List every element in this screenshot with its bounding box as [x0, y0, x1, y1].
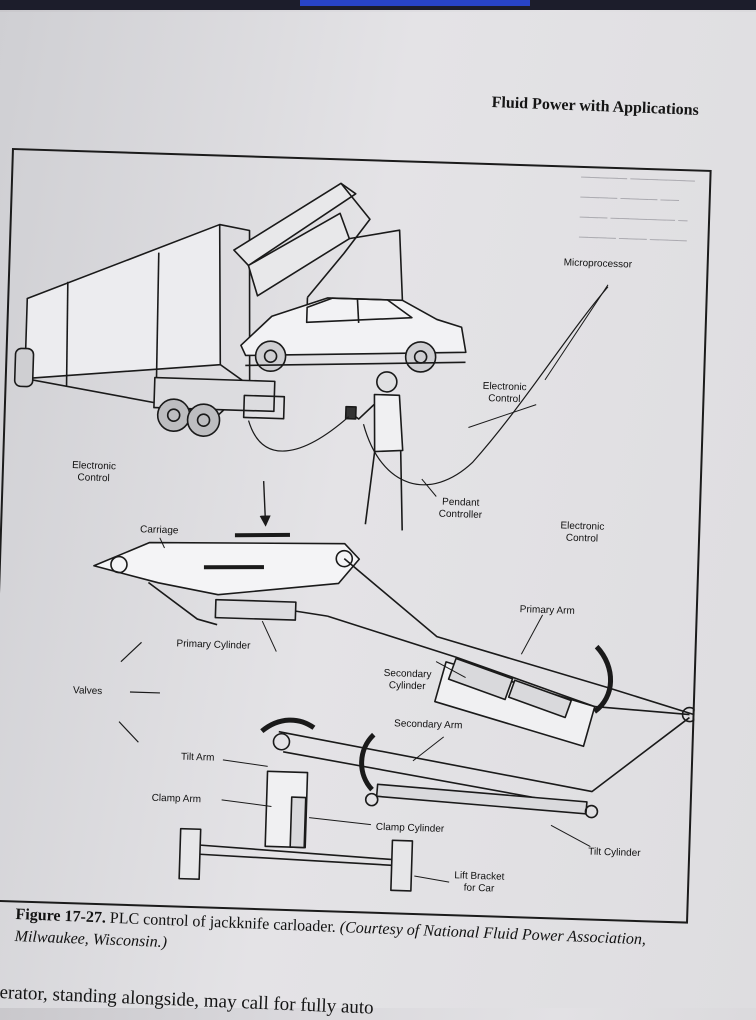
label-clamp-cylinder: Clamp Cylinder	[375, 821, 445, 835]
figure-number: Figure 17-27.	[15, 905, 107, 927]
car-illustration	[240, 297, 467, 373]
label-tilt-arm: Tilt Arm	[180, 751, 215, 764]
carriage-schematic	[93, 541, 361, 626]
label-electronic-control-right: Electronic Control	[560, 520, 605, 545]
blue-object	[300, 0, 530, 6]
label-pendant-controller: Pendant Controller	[438, 496, 483, 521]
figure-17-27: Microprocessor Electronic Control Electr…	[0, 148, 712, 924]
label-carriage: Carriage	[139, 524, 179, 537]
label-tilt-cylinder: Tilt Cylinder	[588, 846, 641, 860]
label-primary-cylinder: Primary Cylinder	[176, 638, 251, 652]
label-valves: Valves	[72, 685, 103, 698]
boom-illustration	[233, 182, 404, 349]
label-clamp-arm: Clamp Arm	[151, 792, 202, 806]
label-microprocessor: Microprocessor	[563, 257, 633, 271]
label-secondary-arm: Secondary Arm	[393, 718, 463, 732]
label-electronic-control-left: Electronic Control	[71, 460, 117, 485]
running-head: Fluid Power with Applications	[491, 94, 700, 119]
operator-illustration	[344, 371, 404, 531]
label-lift-bracket: Lift Bracket for Car	[454, 870, 505, 895]
secondary-arm-schematic	[272, 716, 690, 819]
label-primary-arm: Primary Arm	[519, 604, 575, 617]
carloader-drawing	[13, 182, 698, 892]
book-page: Fluid Power with Applications ───── ────…	[0, 12, 756, 1008]
clamp-schematic	[178, 770, 414, 892]
primary-arm-schematic	[327, 558, 698, 748]
label-electronic-control-top: Electronic Control	[482, 380, 527, 406]
label-secondary-cylinder: Secondary Cylinder	[383, 667, 432, 693]
camera-edge	[0, 0, 756, 10]
trailer-illustration	[13, 223, 286, 437]
